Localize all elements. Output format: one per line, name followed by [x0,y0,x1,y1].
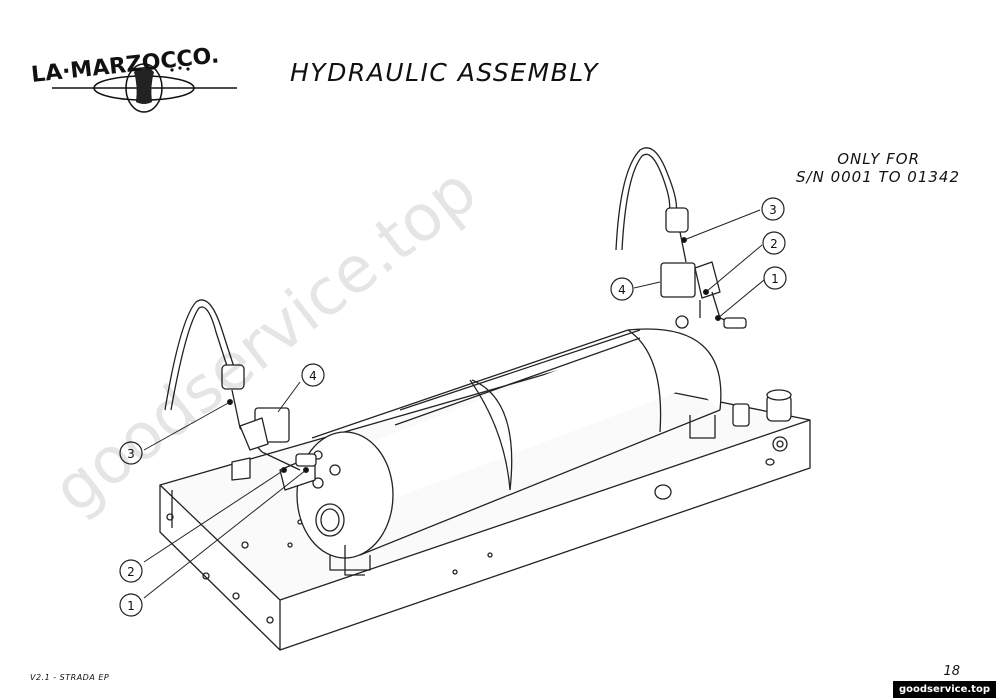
left-valve-assembly [164,299,317,471]
svg-text:4: 4 [309,369,317,383]
right-valve-assembly [615,147,747,329]
footer-version: V2.1 - STRADA EP [30,673,110,682]
globe-logo-icon [52,63,237,113]
svg-text:3: 3 [127,447,135,461]
callout-1-left: 1 [119,593,143,617]
la-marzocco-logo: LA·MARZOCCO. [30,43,237,113]
callout-2-right: 2 [762,231,786,255]
svg-text:4: 4 [618,283,626,297]
callout-1-right: 1 [763,266,787,290]
site-badge: goodservice.top [893,681,996,698]
svg-text:2: 2 [127,565,135,579]
callout-3-right: 3 [761,197,785,221]
callout-3-left: 3 [119,441,143,465]
serial-note-line2: S/N 0001 TO 01342 [796,168,960,186]
serial-note: ONLY FOR S/N 0001 TO 01342 [720,150,960,186]
boiler-tank [296,328,730,576]
svg-text:1: 1 [127,599,135,613]
tray-fittings [732,389,792,427]
svg-text:1: 1 [771,272,779,286]
callout-2-left: 2 [119,559,143,583]
svg-text:2: 2 [770,237,778,251]
callout-leaders [143,209,765,599]
page-title: HYDRAULIC ASSEMBLY [290,58,600,87]
serial-note-line1: ONLY FOR [837,150,920,168]
callout-4-right: 4 [610,277,634,301]
callout-4-left: 4 [301,363,325,387]
svg-text:3: 3 [769,203,777,217]
page-number: 18 [943,664,960,679]
